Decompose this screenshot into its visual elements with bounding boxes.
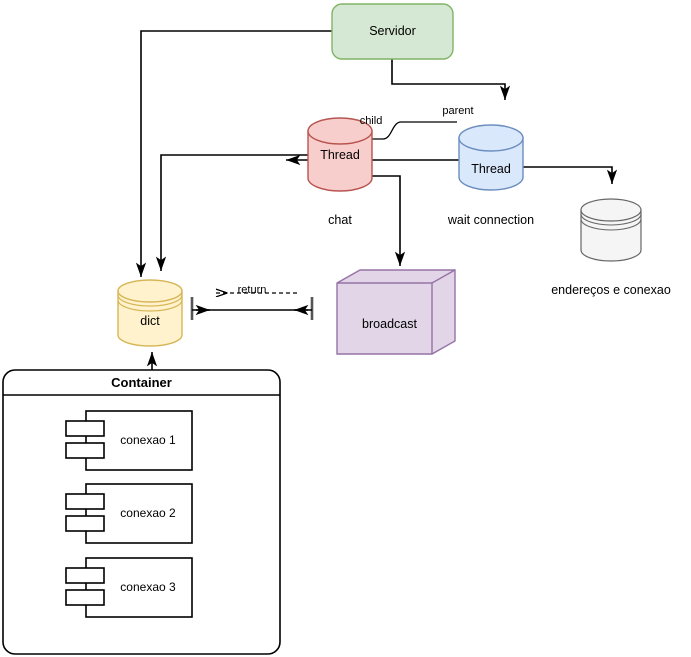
component-label-conexao-2: conexao 2: [120, 506, 176, 520]
node-enderecos-e-conexao[interactable]: [580, 198, 642, 262]
component-conexao-2[interactable]: [65, 483, 193, 544]
component-conexao-3[interactable]: [65, 557, 193, 618]
edge-thread-chat-to-dict: [155, 154, 308, 271]
component-label-conexao-3: conexao 3: [120, 580, 176, 594]
enderecos-caption: endereços e conexao: [551, 283, 671, 297]
node-thread-chat[interactable]: [307, 117, 373, 192]
component-label-conexao-1: conexao 1: [120, 433, 176, 447]
servidor-label: Servidor: [369, 24, 416, 38]
edge-child-parent-curve: [368, 121, 457, 140]
node-broadcast[interactable]: [336, 269, 456, 355]
edge-label-parent: parent: [442, 105, 474, 117]
thread-wait-caption: wait connection: [447, 213, 535, 227]
component-conexao-1[interactable]: [65, 410, 193, 471]
node-dict[interactable]: [117, 279, 183, 347]
thread-chat-caption: chat: [328, 213, 352, 227]
edge-dict-broadcast-return: [190, 293, 314, 320]
thread-chat-label: Thread: [320, 148, 360, 162]
broadcast-label: broadcast: [362, 317, 417, 331]
container-title: Container: [111, 375, 172, 390]
dict-label: dict: [140, 314, 160, 328]
node-servidor[interactable]: [331, 3, 454, 60]
edge-label-return: return: [237, 284, 267, 296]
edge-thread-wait-to-enderecos: [523, 166, 618, 184]
node-thread-wait-connection[interactable]: [458, 124, 524, 191]
edge-servidor-to-dict: [135, 30, 332, 277]
edge-label-child: child: [359, 115, 383, 127]
thread-wait-label: Thread: [471, 162, 511, 176]
edge-thread-chat-to-broadcast: [372, 175, 406, 266]
edge-servidor-to-thread-wait: [391, 59, 511, 100]
